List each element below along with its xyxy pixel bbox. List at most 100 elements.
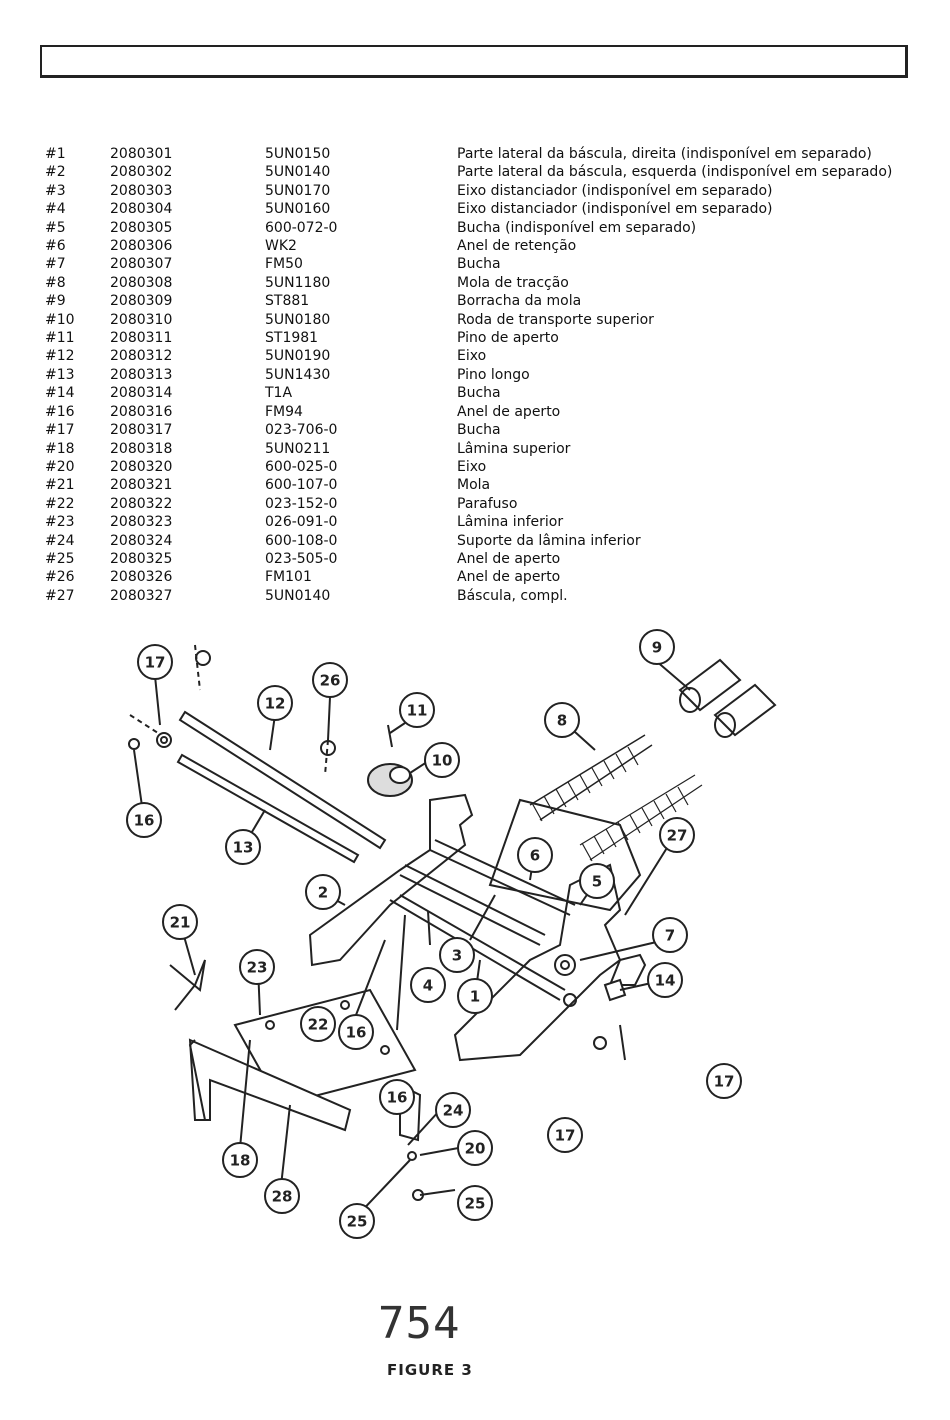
part-code: 2080309 [110, 293, 173, 310]
callout-label: 22 [308, 1016, 329, 1034]
callout-9: 9 [639, 629, 675, 665]
callout-label: 7 [665, 927, 675, 945]
callout-label: 16 [387, 1089, 408, 1107]
part-code: 2080314 [110, 385, 173, 402]
part-reference: 5UN0140 [265, 164, 331, 181]
part-reference: 5UN0160 [265, 201, 331, 218]
callout-label: 16 [134, 812, 155, 830]
callout-label: 24 [443, 1102, 464, 1120]
part-number: #18 [45, 440, 75, 457]
part-code: 2080304 [110, 201, 173, 218]
callout-26: 26 [312, 662, 348, 698]
part-code: 2080317 [110, 422, 173, 439]
part-description: Pino de aperto [457, 330, 559, 347]
callout-label: 28 [272, 1188, 293, 1206]
part-description: Parte lateral da báscula, direita (indis… [457, 146, 872, 162]
header-box [40, 45, 908, 78]
callout-16: 16 [379, 1079, 415, 1115]
diagram-drawing [128, 644, 777, 1218]
callout-label: 20 [465, 1140, 486, 1158]
callout-label: 8 [557, 712, 567, 730]
part-code: 2080302 [110, 164, 173, 181]
callout-label: 17 [145, 654, 166, 672]
part-reference: FM101 [265, 569, 312, 586]
part-description: Roda de transporte superior [457, 311, 654, 328]
callout-21: 21 [162, 904, 198, 940]
part-code: 2080316 [110, 403, 173, 420]
part-number: #8 [45, 274, 66, 291]
callout-label: 25 [347, 1213, 368, 1231]
callout-13: 13 [225, 829, 261, 865]
part-reference: ST1981 [265, 330, 319, 347]
part-number: #26 [45, 569, 75, 586]
callout-12: 12 [257, 685, 293, 721]
part-code: 2080325 [110, 550, 173, 567]
part-number: #12 [45, 348, 75, 365]
parts-row: #4 2080304 5UN0160 Eixo distanciador (indis… [45, 200, 892, 218]
part-description: Lâmina superior [457, 440, 571, 457]
part-description: Eixo distanciador (indisponível em separ… [457, 201, 773, 218]
callout-label: 10 [432, 752, 453, 770]
part-number: #11 [45, 330, 75, 347]
part-number: #3 [45, 182, 66, 199]
callout-25: 25 [457, 1185, 493, 1221]
part-number: #4 [45, 201, 66, 218]
part-description: Mola de tracção [457, 274, 569, 291]
part-reference: 5UN0170 [265, 182, 331, 199]
callout-label: 25 [465, 1195, 486, 1213]
part-code: 2080327 [110, 587, 173, 604]
part-code: 2080326 [110, 569, 173, 586]
part-number: #23 [45, 514, 75, 531]
part-code: 2080303 [110, 182, 173, 199]
callout-18: 18 [222, 1142, 258, 1178]
callout-22: 22 [300, 1006, 336, 1042]
part-description: Parafuso [457, 495, 518, 512]
callout-label: 16 [346, 1024, 367, 1042]
callout-label: 4 [423, 977, 433, 995]
callout-8: 8 [544, 702, 580, 738]
part-number: #27 [45, 587, 75, 604]
part-code: 2080324 [110, 532, 173, 549]
part-description: Eixo [457, 348, 487, 365]
part-number: #16 [45, 403, 75, 420]
callout-label: 9 [652, 639, 662, 657]
part-number: #13 [45, 366, 75, 383]
figure-caption: FIGURE 3 [387, 1361, 473, 1379]
callout-label: 18 [230, 1152, 251, 1170]
callout-7: 7 [652, 917, 688, 953]
part-reference: 5UN0150 [265, 146, 331, 162]
part-description: Pino longo [457, 366, 530, 383]
part-reference: 600-107-0 [265, 477, 338, 494]
part-code: 2080305 [110, 219, 173, 236]
callout-20: 20 [457, 1130, 493, 1166]
part-number: #25 [45, 550, 75, 567]
part-description: Lâmina inferior [457, 514, 564, 531]
part-description: Bucha [457, 256, 501, 273]
part-description: Báscula, compl. [457, 587, 568, 604]
page-number: 754 [378, 1298, 461, 1349]
callout-label: 1 [470, 988, 480, 1006]
part-code: 2080310 [110, 311, 173, 328]
part-code: 2080307 [110, 256, 173, 273]
callout-1: 1 [457, 978, 493, 1014]
part-number: #21 [45, 477, 75, 494]
callout-16: 16 [126, 802, 162, 838]
callout-label: 5 [592, 873, 602, 891]
part-description: Eixo [457, 458, 487, 475]
callout-label: 17 [714, 1073, 735, 1091]
callout-label: 27 [667, 827, 688, 845]
callout-label: 17 [555, 1127, 576, 1145]
